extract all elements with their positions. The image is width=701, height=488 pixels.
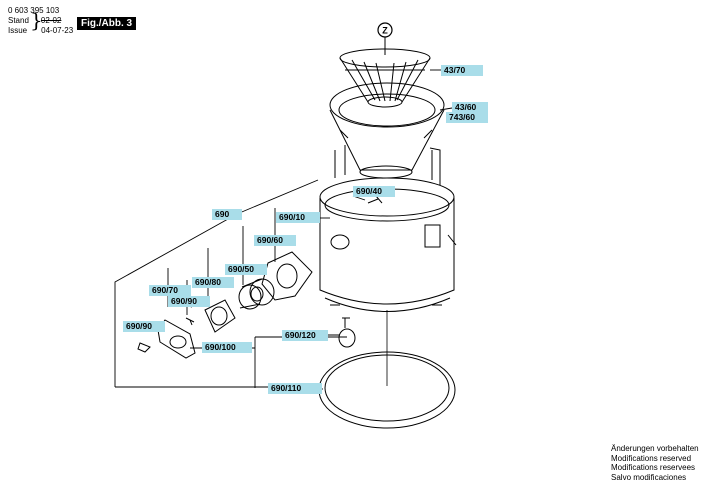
label-690-40: 690/40 [353, 186, 395, 197]
label-690: 690 [212, 209, 242, 220]
old-date: 02-02 [40, 16, 62, 25]
label-690-10: 690/10 [276, 212, 320, 223]
label-43-60: 43/60 [452, 102, 488, 113]
small-screws [182, 303, 195, 326]
figure-label: Fig./Abb. 3 [77, 17, 137, 30]
pipe-fitting [238, 278, 275, 310]
label-690-70: 690/70 [149, 285, 191, 296]
label-690-100: 690/100 [202, 342, 252, 353]
z-callout-letter: Z [382, 26, 388, 36]
document-header: 0 603 395 103 Stand 02-02 Issue 04-07-23 [8, 6, 73, 36]
note-line-es: Salvo modificaciones [611, 472, 687, 482]
label-690-50: 690/50 [225, 264, 267, 275]
note-line-en: Modifications reserved [611, 453, 692, 463]
label-690-90-upper: 690/90 [168, 296, 210, 307]
label-743-60: 743/60 [446, 112, 488, 123]
note-line-de: Änderungen vorbehalten [611, 444, 699, 453]
label-690-90-lower: 690/90 [123, 321, 165, 332]
issue-date: 04-07-23 [41, 26, 74, 35]
screw-part [367, 195, 383, 204]
label-690-60: 690/60 [254, 235, 296, 246]
label-690-120: 690/120 [282, 330, 328, 341]
leader-lines [114, 69, 453, 390]
label-43-70: 43/70 [441, 65, 483, 76]
note-line-fr: Modifications reservees [611, 463, 696, 472]
label-690-80: 690/80 [192, 277, 234, 288]
gasket-plate [204, 299, 236, 333]
filter-basket [339, 48, 431, 108]
stand-label: Stand [8, 16, 29, 25]
cover-plate [137, 319, 196, 359]
issue-label: Issue [8, 26, 28, 35]
flange-plate [261, 251, 313, 301]
label-690-110: 690/110 [268, 383, 322, 394]
modifications-note: Änderungen vorbehalten Modifications res… [611, 444, 699, 482]
caster-wheel [338, 317, 356, 348]
brace-glyph: } [30, 8, 43, 32]
part-number: 0 603 395 103 [8, 6, 60, 15]
